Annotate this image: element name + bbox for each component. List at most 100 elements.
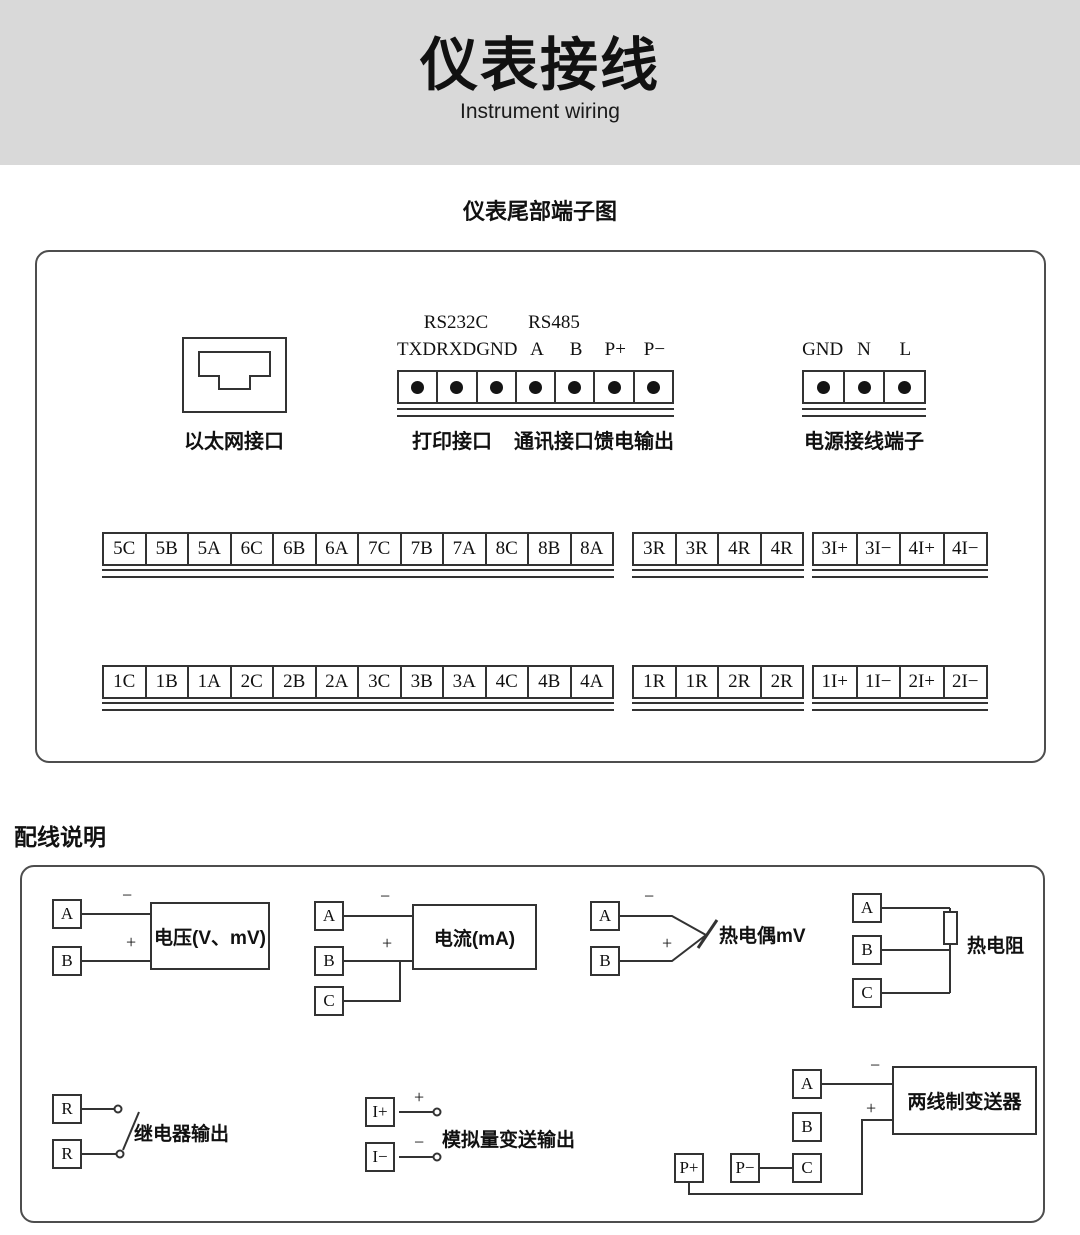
terminal-cell: 2B bbox=[274, 667, 317, 697]
terminal-cell: 2I+ bbox=[901, 667, 945, 697]
rtd-label: 热电阻 bbox=[967, 936, 1025, 957]
plus-sign: + bbox=[866, 1098, 877, 1118]
resistor-icon bbox=[943, 911, 958, 945]
terminal-cell: 3A bbox=[444, 667, 487, 697]
terminal-pin bbox=[635, 372, 672, 402]
wiring-notes-heading: 配线说明 bbox=[14, 824, 106, 850]
terminal-cell: 3I+ bbox=[814, 534, 858, 564]
terminal-r2: R bbox=[52, 1139, 82, 1169]
two-wire-transmitter-box: 两线制变送器 bbox=[892, 1066, 1037, 1135]
terminal-cell: 5C bbox=[104, 534, 147, 564]
terminal-a: A bbox=[52, 899, 82, 929]
strip-base bbox=[632, 702, 804, 711]
terminal-c: C bbox=[314, 986, 344, 1016]
terminal-cell: 4R bbox=[770, 538, 793, 559]
pin-label: GND bbox=[802, 339, 844, 360]
terminal-cell: 6A bbox=[317, 534, 359, 564]
terminal-cell: 6C bbox=[232, 534, 274, 564]
terminal-cell: 4R bbox=[719, 534, 762, 564]
terminal-b: B bbox=[590, 946, 620, 976]
connector-base bbox=[397, 408, 674, 417]
terminal-cell: 7A bbox=[444, 534, 487, 564]
terminal-pin bbox=[556, 372, 596, 402]
terminal-cell: 2R bbox=[770, 671, 793, 692]
power-connector bbox=[802, 370, 926, 404]
minus-sign: − bbox=[644, 886, 655, 906]
feed-output-caption: 馈电输出 bbox=[594, 431, 674, 453]
terminal-cell: 6B bbox=[274, 534, 317, 564]
print-connector bbox=[397, 370, 674, 404]
strip-base bbox=[632, 569, 804, 578]
minus-sign: − bbox=[870, 1055, 881, 1075]
pin-label: P− bbox=[643, 339, 666, 360]
terminal-screw-dot bbox=[898, 380, 912, 394]
strip-base bbox=[812, 569, 988, 578]
ethernet-port-icon bbox=[182, 337, 287, 413]
terminal-diagram-heading: 仪表尾部端子图 bbox=[462, 199, 617, 224]
rs232c-group-label: RS232C bbox=[423, 312, 489, 333]
terminal-r1: R bbox=[52, 1094, 82, 1124]
pin-label: B bbox=[569, 339, 583, 360]
terminal-pin bbox=[399, 372, 439, 402]
page-title: 仪表接线 bbox=[419, 33, 660, 98]
plus-sign: + bbox=[126, 932, 137, 952]
terminal-cell: 2I− bbox=[951, 671, 979, 692]
pin-label: P+ bbox=[604, 339, 626, 360]
terminal-cell: 4I− bbox=[951, 538, 979, 559]
strip-base bbox=[812, 702, 988, 711]
terminal-cell: 1A bbox=[189, 667, 232, 697]
terminal-strip-upper-right: 3I+3I−4I+ 4I− bbox=[812, 532, 988, 566]
terminal-cell: 3I− bbox=[858, 534, 901, 564]
terminal-pin bbox=[517, 372, 557, 402]
terminal-pin bbox=[478, 372, 517, 402]
terminal-screw-dot bbox=[489, 380, 503, 394]
terminal-i-minus: I− bbox=[365, 1142, 395, 1172]
minus-sign: − bbox=[414, 1132, 425, 1152]
terminal-screw-dot bbox=[816, 380, 830, 394]
terminal-a: A bbox=[314, 901, 344, 931]
terminal-screw-dot bbox=[607, 380, 621, 394]
pin-label: TXD bbox=[397, 339, 437, 360]
terminal-cell: 7B bbox=[402, 534, 444, 564]
terminal-cell: 1R bbox=[634, 667, 677, 697]
page-subtitle: Instrument wiring bbox=[460, 99, 620, 123]
terminal-cell: 1I+ bbox=[814, 667, 858, 697]
terminal-p-minus: P− bbox=[730, 1153, 760, 1183]
terminal-pin bbox=[845, 372, 886, 402]
pin-label: L bbox=[899, 339, 912, 360]
terminal-strip-lower-right: 1I+1I−2I+2I− bbox=[812, 665, 988, 699]
terminal-a: A bbox=[852, 893, 882, 923]
terminal-cell: 4I+ bbox=[901, 534, 945, 564]
terminal-c: C bbox=[792, 1153, 822, 1183]
minus-sign: − bbox=[122, 885, 133, 905]
terminal-a: A bbox=[590, 901, 620, 931]
terminal-cell: 5B bbox=[147, 534, 189, 564]
rj45-jack-icon bbox=[198, 351, 271, 390]
thermocouple-junction-icon bbox=[696, 919, 719, 949]
power-terminal-caption: 电源接线端子 bbox=[804, 431, 924, 453]
terminal-c: C bbox=[852, 978, 882, 1008]
terminal-i-plus: I+ bbox=[365, 1097, 395, 1127]
terminal-cell: 2A bbox=[317, 667, 359, 697]
terminal-cell: 8A bbox=[580, 538, 604, 559]
terminal-screw-dot bbox=[568, 380, 582, 394]
terminal-screw-dot bbox=[646, 380, 660, 394]
relay-wires bbox=[82, 1104, 140, 1159]
terminal-cell: 4A bbox=[580, 671, 604, 692]
analog-output-label: 模拟量变送输出 bbox=[442, 1130, 576, 1151]
connector-base bbox=[802, 408, 926, 417]
transmitter-wires bbox=[688, 1083, 892, 1195]
terminal-b: B bbox=[792, 1112, 822, 1142]
terminal-screw-dot bbox=[411, 380, 425, 394]
pin-label: GND bbox=[476, 339, 518, 360]
voltage-wires bbox=[82, 913, 150, 962]
terminal-cell: 8C bbox=[487, 534, 529, 564]
current-wires bbox=[344, 915, 412, 1002]
terminal-cell: 4C bbox=[487, 667, 529, 697]
